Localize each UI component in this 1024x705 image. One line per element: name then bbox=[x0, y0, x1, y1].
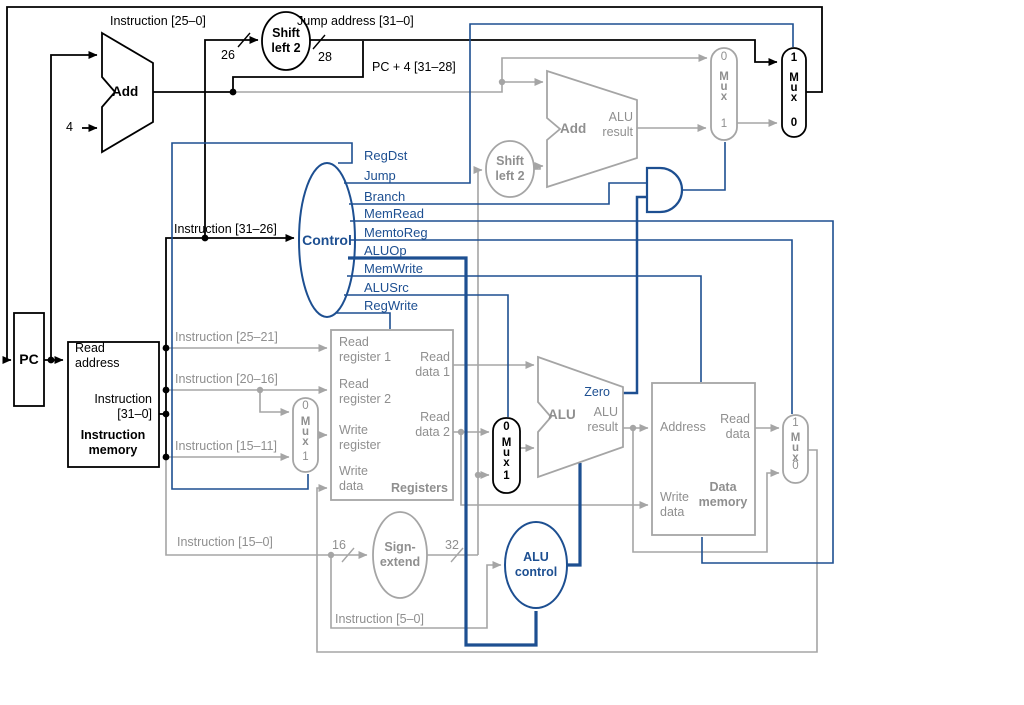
wire-writeback bbox=[316, 449, 818, 653]
wire-pc4 bbox=[233, 54, 708, 93]
jump-mux bbox=[781, 47, 807, 138]
slash-16 bbox=[341, 547, 355, 563]
junction-dot bbox=[162, 410, 170, 418]
wire-memwrite bbox=[347, 275, 702, 382]
junction-dot bbox=[162, 344, 170, 352]
regdst-mux bbox=[292, 397, 319, 473]
wire-memread bbox=[350, 220, 834, 564]
control-block bbox=[298, 162, 356, 318]
wire-rt-to-mux bbox=[259, 390, 290, 416]
junction-dot bbox=[327, 551, 335, 559]
and-gate bbox=[645, 166, 684, 214]
junction-dot bbox=[474, 471, 482, 479]
alu-control-block bbox=[504, 521, 568, 609]
registers-block bbox=[330, 329, 454, 501]
junction-dot bbox=[498, 78, 506, 86]
junction-dot bbox=[162, 453, 170, 461]
pc-block bbox=[13, 312, 45, 407]
branch-mux bbox=[710, 47, 738, 141]
instruction-memory-block bbox=[67, 341, 160, 468]
junction-dot bbox=[229, 88, 237, 96]
wire-and-out bbox=[682, 142, 726, 191]
wire-regwrite bbox=[336, 312, 391, 329]
wire-pc4-concat bbox=[232, 41, 364, 92]
shift-left-2-top-block bbox=[261, 11, 311, 71]
wire-pc-to-add bbox=[50, 51, 98, 360]
wire-instr-25-0-riser bbox=[204, 36, 259, 238]
wire-instr-5-0 bbox=[330, 555, 502, 629]
alu-block bbox=[537, 355, 624, 479]
wire-aluop bbox=[348, 256, 538, 647]
wire-zero bbox=[623, 195, 646, 395]
wire-jump-address bbox=[310, 39, 778, 66]
wire-memtoreg bbox=[349, 239, 793, 414]
wire-instr-15-0 bbox=[165, 460, 368, 559]
wire-aluresult-bypass bbox=[632, 428, 780, 553]
wire-branch bbox=[349, 182, 646, 205]
slash-32 bbox=[450, 547, 464, 563]
junction-dot bbox=[201, 234, 209, 242]
junction-dot bbox=[256, 386, 264, 394]
wire-writedata-mem bbox=[460, 432, 649, 509]
junction-dot bbox=[629, 424, 637, 432]
memtoreg-mux bbox=[782, 414, 809, 484]
add-branch-block bbox=[546, 69, 638, 189]
alusrc-mux bbox=[492, 417, 521, 494]
junction-dot bbox=[47, 356, 55, 364]
wire-alusrc bbox=[344, 294, 509, 417]
wire-shiftmid-out bbox=[534, 162, 544, 170]
wire-regdst bbox=[171, 142, 353, 490]
junction-dot bbox=[162, 386, 170, 394]
slash-28 bbox=[312, 34, 326, 50]
add-pc-block bbox=[101, 31, 154, 154]
wire-instr-31-26 bbox=[165, 234, 295, 414]
shift-left-2-mid-block bbox=[485, 140, 535, 198]
wire-signext-up bbox=[473, 166, 483, 555]
data-memory-block bbox=[651, 382, 756, 536]
wire-jump bbox=[344, 23, 794, 184]
junction-dot bbox=[457, 428, 465, 436]
wire-alucontrol-out bbox=[567, 463, 582, 567]
sign-extend-block bbox=[372, 511, 428, 599]
wire-newpc-loop bbox=[2, 6, 823, 364]
slash-26 bbox=[237, 32, 251, 48]
